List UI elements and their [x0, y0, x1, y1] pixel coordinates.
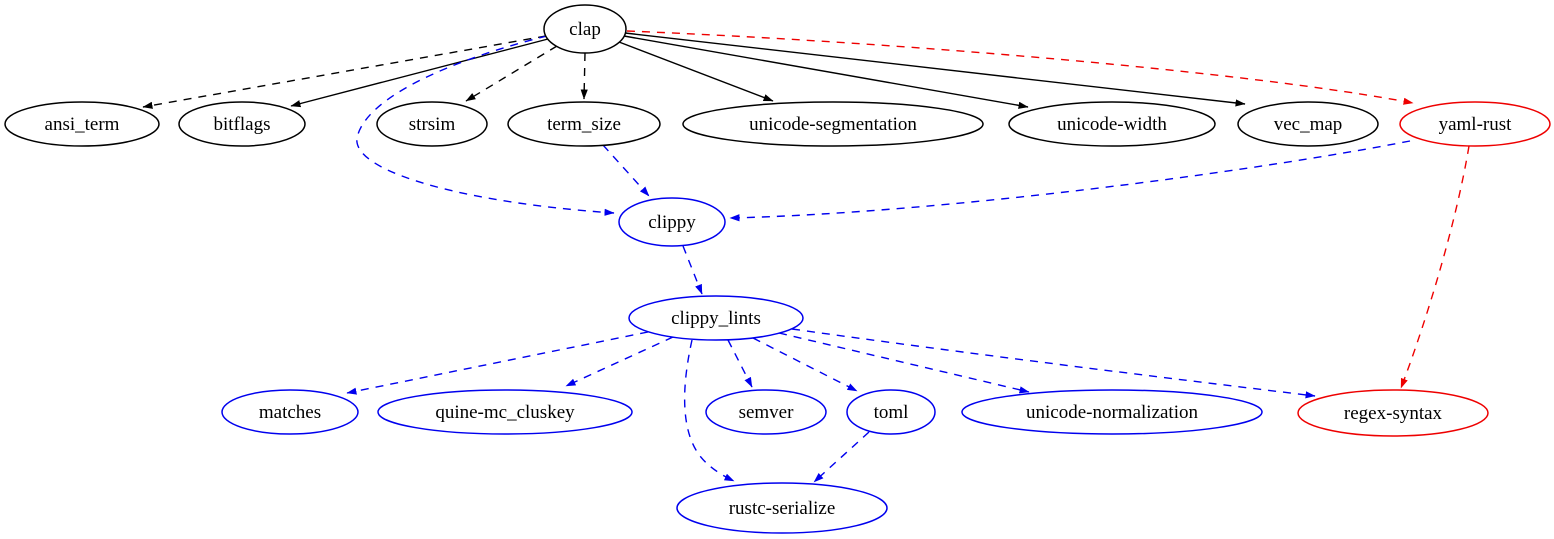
edge-clap-to-term_size	[580, 52, 588, 100]
node-clippy_lints: clippy_lints	[628, 295, 804, 341]
edge-clap-to-clippy	[356, 35, 615, 216]
node-label-bitflags: bitflags	[214, 114, 271, 135]
edge-clap-to-vec_map	[624, 32, 1246, 107]
edge-term_size-to-clippy	[602, 144, 650, 197]
node-ellipse-toml	[846, 389, 936, 435]
node-ellipse-clap	[543, 4, 627, 54]
node-ellipse-clippy	[618, 197, 726, 247]
node-ellipse-clippy_lints	[628, 295, 804, 341]
edge-toml-to-rustc-serialize	[813, 431, 870, 483]
node-clippy: clippy	[618, 197, 726, 247]
node-ellipse-unicode-segmentation	[682, 101, 984, 147]
edge-clippy_lints-to-unicode-normalization	[778, 332, 1030, 394]
node-ansi_term: ansi_term	[4, 101, 160, 147]
node-label-yaml-rust: yaml-rust	[1439, 114, 1513, 135]
node-label-clippy_lints: clippy_lints	[671, 308, 761, 329]
node-strsim: strsim	[376, 101, 488, 147]
node-ellipse-quine-mc_cluskey	[377, 389, 633, 435]
node-ellipse-matches	[221, 389, 359, 435]
node-term_size: term_size	[507, 101, 661, 147]
edges-layer	[142, 30, 1470, 483]
node-label-vec_map: vec_map	[1274, 114, 1343, 135]
edge-clippy_lints-to-regex-syntax	[791, 328, 1316, 399]
edge-yaml-rust-to-regex-syntax	[1400, 145, 1470, 389]
node-ellipse-vec_map	[1237, 101, 1379, 147]
edge-clap-to-ansi_term	[142, 35, 547, 109]
edge-clippy_lints-to-matches	[346, 331, 649, 395]
node-label-ansi_term: ansi_term	[45, 114, 120, 135]
node-vec_map: vec_map	[1237, 101, 1379, 147]
node-ellipse-regex-syntax	[1297, 389, 1489, 437]
node-label-strsim: strsim	[409, 114, 456, 135]
node-ellipse-ansi_term	[4, 101, 160, 147]
node-label-unicode-width: unicode-width	[1057, 114, 1167, 135]
node-unicode-normalization: unicode-normalization	[961, 389, 1263, 435]
node-bitflags: bitflags	[178, 101, 306, 147]
node-semver: semver	[705, 389, 827, 435]
node-ellipse-rustc-serialize	[676, 482, 888, 534]
node-ellipse-yaml-rust	[1399, 101, 1551, 147]
node-label-unicode-segmentation: unicode-segmentation	[749, 114, 917, 135]
node-label-rustc-serialize: rustc-serialize	[729, 498, 836, 519]
edge-clap-to-bitflags	[290, 38, 549, 108]
node-yaml-rust: yaml-rust	[1399, 101, 1551, 147]
node-label-toml: toml	[874, 402, 909, 423]
node-matches: matches	[221, 389, 359, 435]
edge-clippy_lints-to-rustc-serialize	[683, 339, 735, 482]
edge-clippy_lints-to-toml	[752, 337, 858, 392]
edge-clippy_lints-to-semver	[727, 339, 753, 388]
edge-clap-to-yaml-rust	[626, 30, 1414, 105]
node-rustc-serialize: rustc-serialize	[676, 482, 888, 534]
node-label-unicode-normalization: unicode-normalization	[1026, 402, 1198, 423]
node-quine-mc_cluskey: quine-mc_cluskey	[377, 389, 633, 435]
node-label-clippy: clippy	[648, 212, 696, 233]
node-label-term_size: term_size	[547, 114, 621, 135]
edge-clap-to-strsim	[465, 45, 558, 102]
node-ellipse-bitflags	[178, 101, 306, 147]
edge-clap-to-unicode-segmentation	[618, 41, 774, 102]
node-label-quine-mc_cluskey: quine-mc_cluskey	[435, 402, 575, 423]
node-ellipse-unicode-normalization	[961, 389, 1263, 435]
edge-clap-to-unicode-width	[623, 35, 1029, 109]
node-label-matches: matches	[259, 402, 321, 423]
node-label-clap: clap	[569, 19, 601, 40]
node-ellipse-semver	[705, 389, 827, 435]
node-ellipse-strsim	[376, 101, 488, 147]
node-regex-syntax: regex-syntax	[1297, 389, 1489, 437]
node-unicode-segmentation: unicode-segmentation	[682, 101, 984, 147]
node-label-semver: semver	[739, 402, 795, 423]
node-label-regex-syntax: regex-syntax	[1344, 403, 1443, 424]
edge-yaml-rust-to-clippy	[729, 140, 1411, 222]
edge-clippy-to-clippy_lints	[682, 245, 703, 295]
node-ellipse-term_size	[507, 101, 661, 147]
node-ellipse-unicode-width	[1008, 101, 1216, 147]
edge-clippy_lints-to-quine-mc_cluskey	[565, 336, 674, 387]
node-unicode-width: unicode-width	[1008, 101, 1216, 147]
node-toml: toml	[846, 389, 936, 435]
node-clap: clap	[543, 4, 627, 54]
